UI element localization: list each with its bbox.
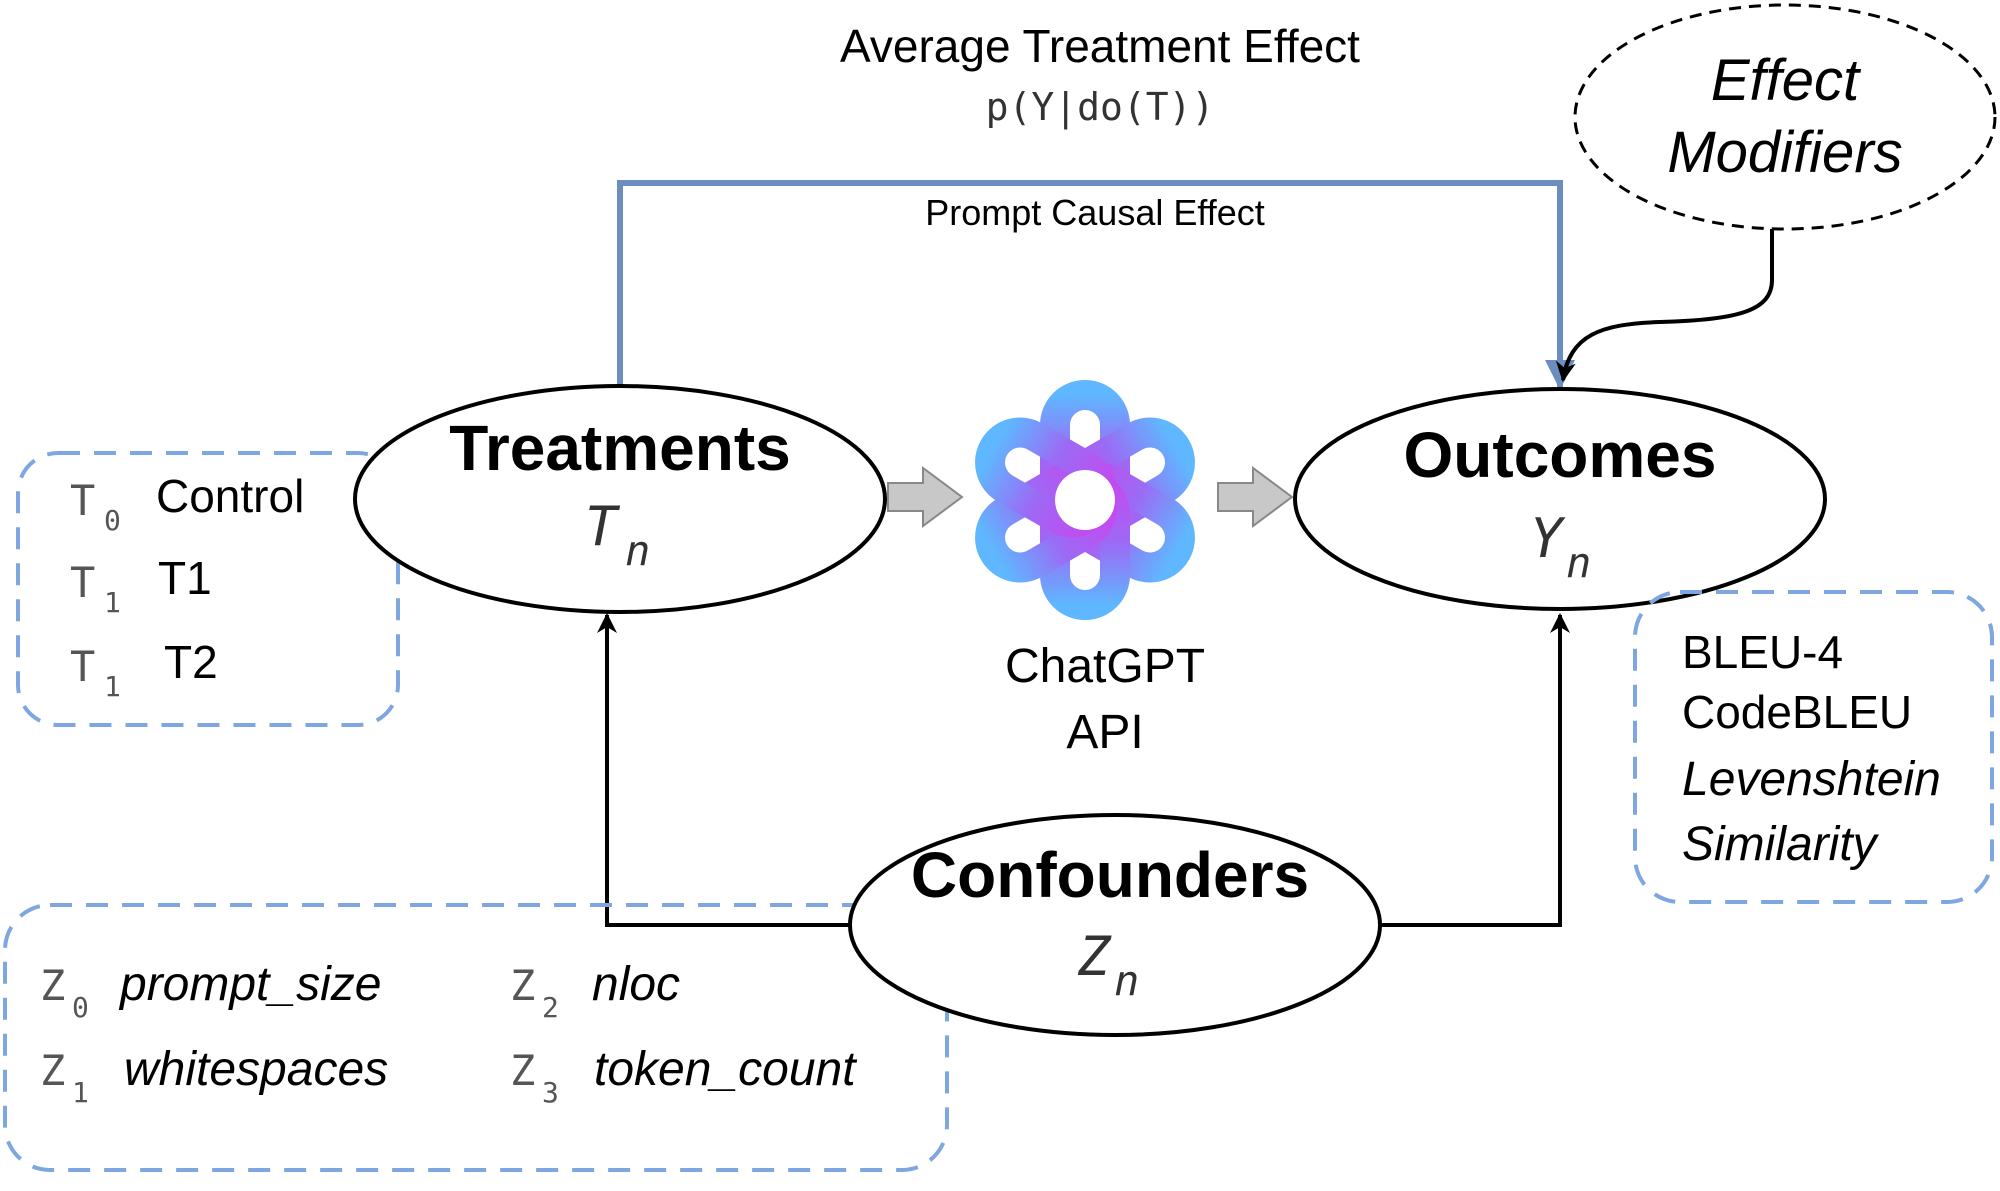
outcomes-symbol-sub: n [1566,538,1591,587]
svg-text:Z: Z [40,961,65,1010]
effect-modifiers-node [1573,3,1997,231]
metric-item-1: CodeBLEU [1682,686,1912,738]
svg-text:T1: T1 [158,552,212,604]
openai-logo-icon [975,380,1195,620]
outcomes-node [1293,387,1827,611]
confounder-item-1: Z 1 whitespaces [40,1043,388,1109]
metric-item-3: Similarity [1682,818,1880,871]
treatment-item-1: T 1 T1 [70,552,212,619]
confounders-list-box [3,903,949,1172]
treatments-symbol-sub: n [625,526,650,575]
treatment-to-model-arrow [887,466,964,528]
effect-modifiers-line1: Effect [1711,48,1862,113]
svg-text:1: 1 [72,1076,89,1109]
svg-text:prompt_size: prompt_size [118,958,381,1011]
metric-item-0: BLEU-4 [1682,626,1843,678]
svg-text:0: 0 [104,504,121,537]
svg-text:Z: Z [510,961,535,1010]
svg-text:token_count: token_count [594,1043,857,1096]
treatments-title: Treatments [449,412,790,484]
effect-modifiers-line2: Modifiers [1667,120,1902,185]
outcomes-title: Outcomes [1404,419,1717,491]
ate-title: Average Treatment Effect [840,20,1360,72]
svg-text:0: 0 [72,991,89,1024]
treatments-node [353,384,887,614]
treatments-symbol: T [585,495,621,558]
outcomes-symbol: Y [1530,507,1566,570]
ate-formula: p(Y|do(T)) [986,85,1215,130]
svg-text:whitespaces: whitespaces [124,1043,388,1096]
prompt-effect-label: Prompt Causal Effect [925,192,1265,233]
svg-text:T: T [70,642,95,691]
svg-text:T: T [70,476,95,525]
confounder-item-3: Z 3 token_count [510,1043,857,1109]
svg-text:3: 3 [542,1076,559,1109]
metric-item-2: Levenshtein [1682,753,1941,806]
svg-text:T: T [70,558,95,607]
model-label-line1: ChatGPT [1005,640,1205,693]
model-label-line2: API [1066,706,1143,759]
svg-text:2: 2 [542,991,559,1024]
confounder-item-0: Z 0 prompt_size [40,958,381,1024]
svg-text:nloc: nloc [592,958,680,1011]
treatment-item-2: T 1 T2 [70,636,218,703]
svg-text:Z: Z [40,1046,65,1095]
confounders-title: Confounders [911,839,1309,911]
svg-text:1: 1 [104,586,121,619]
model-to-outcome-arrow [1217,466,1294,528]
svg-text:T2: T2 [164,636,218,688]
svg-text:Z: Z [510,1046,535,1095]
confounder-to-treatment-arrow [597,613,850,927]
confounder-to-outcome-arrow [1380,613,1570,927]
modifier-arrow [1555,229,1774,382]
metrics-list-box [1633,590,1994,904]
svg-text:1: 1 [104,670,121,703]
treatment-item-0: T 0 Control [70,470,304,537]
confounders-node [848,813,1382,1037]
prompt-effect-path [617,180,1563,388]
confounder-item-2: Z 2 nloc [510,958,680,1024]
confounders-symbol: Z [1077,925,1112,988]
confounders-symbol-sub: n [1114,956,1139,1005]
svg-text:Control: Control [156,470,304,522]
treatments-list-box [16,451,400,727]
prompt-effect-arrowhead [1545,360,1575,390]
